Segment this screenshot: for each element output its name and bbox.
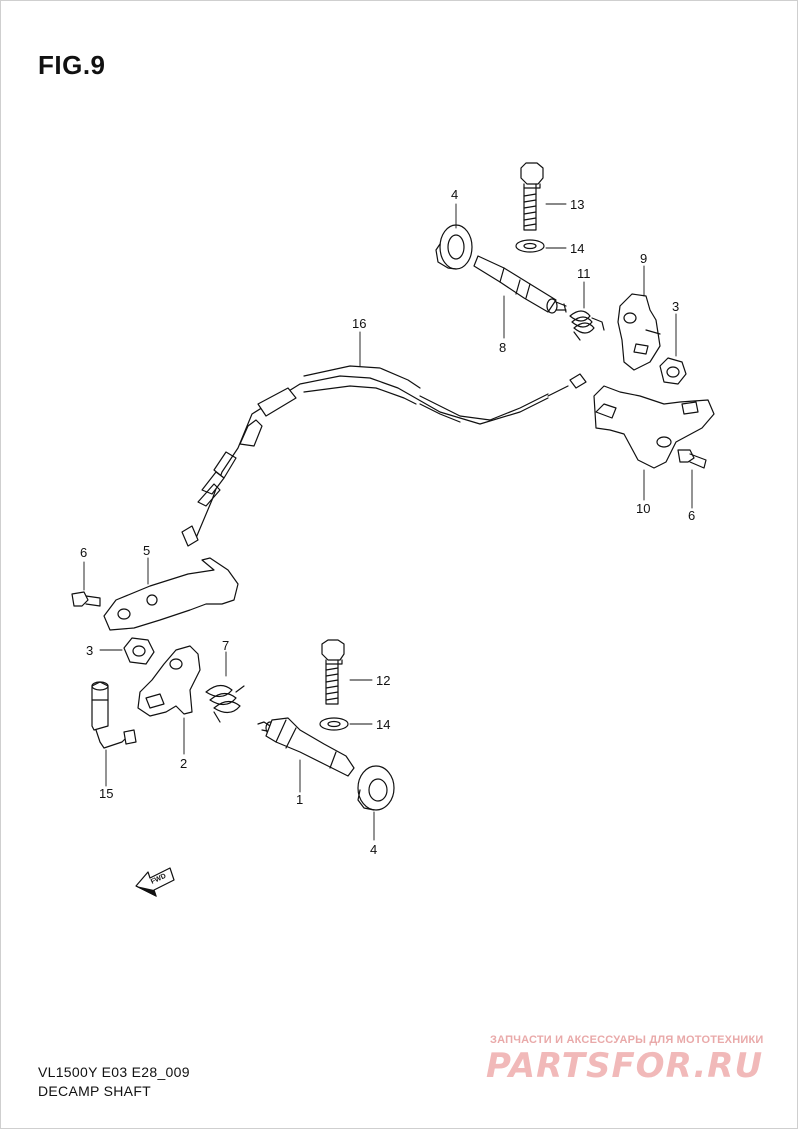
watermark-logo: PARTSFOR.RU [486, 1046, 764, 1086]
part-5-lever [103, 557, 239, 631]
part-3-nut-right [659, 357, 687, 385]
fwd-arrow-icon: FWD [135, 867, 175, 897]
callout-5: 5 [143, 543, 150, 558]
callout-8: 8 [499, 340, 506, 355]
model-code: VL1500Y E03 E28_009 [38, 1064, 190, 1080]
watermark-tagline: ЗАПЧАСТИ И АКСЕССУАРЫ ДЛЯ МОТОТЕХНИКИ [490, 1034, 764, 1046]
callout-9: 9 [640, 251, 647, 266]
part-11-spring [569, 310, 605, 341]
part-3-nut-left [123, 637, 155, 665]
callout-3-right: 3 [672, 299, 679, 314]
figure-title: FIG.9 [38, 50, 106, 80]
part-7-spring [205, 684, 245, 723]
part-15-switch [91, 681, 137, 749]
callout-6-right: 6 [688, 508, 695, 523]
diagram-name: DECAMP SHAFT [38, 1083, 152, 1099]
part-16-cable [181, 365, 587, 547]
callout-6-left: 6 [80, 545, 87, 560]
callout-16: 16 [352, 316, 366, 331]
callout-10: 10 [636, 501, 650, 516]
part-14-washer-top [515, 239, 545, 253]
part-2-lever [137, 645, 201, 717]
callout-11: 11 [577, 266, 591, 281]
callout-12: 12 [376, 673, 390, 688]
callout-14-top: 14 [570, 241, 584, 256]
callout-labels: 4 13 14 11 9 3 8 16 10 6 6 5 3 7 12 14 2… [80, 187, 695, 857]
part-6-screw-right [677, 449, 707, 469]
callout-14-bottom: 14 [376, 717, 390, 732]
callout-13: 13 [570, 197, 584, 212]
part-14-washer-bottom [319, 717, 349, 731]
callout-7: 7 [222, 638, 229, 653]
part-9-lever [617, 293, 661, 371]
callout-15: 15 [99, 786, 113, 801]
part-4-oil-seal-bottom [357, 765, 395, 811]
part-12-bolt [321, 639, 345, 705]
callout-2: 2 [180, 756, 187, 771]
callout-4-bottom: 4 [370, 842, 377, 857]
part-4-oil-seal-top [435, 224, 473, 270]
part-8-decamp-shaft [473, 255, 567, 314]
leader-lines [83, 203, 693, 841]
callout-4-top: 4 [451, 187, 458, 202]
part-13-bolt [520, 162, 544, 231]
part-6-screw-left [71, 591, 101, 607]
callout-3-left: 3 [86, 643, 93, 658]
callout-1: 1 [296, 792, 303, 807]
part-10-bracket [593, 385, 715, 469]
part-1-decamp-shaft [257, 717, 355, 777]
